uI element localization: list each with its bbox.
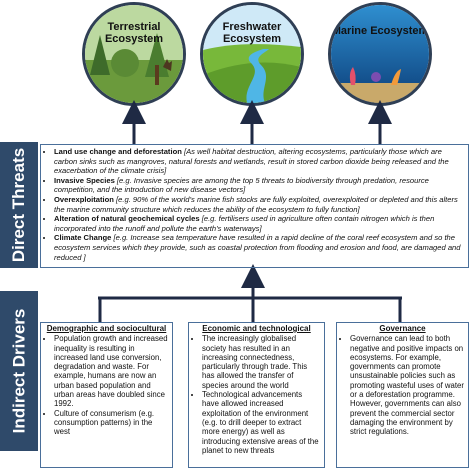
indirect-drivers-bar: Indirect Drivers	[0, 291, 38, 451]
governance-driver-list: Governance can lead to both negative and…	[340, 334, 465, 436]
demographic-driver-title: Demographic and sociocultural	[46, 324, 167, 333]
threat-description: [e.g. Invasive species are among the top…	[54, 175, 429, 195]
threat-item: Alteration of natural geochemical cycles…	[54, 214, 464, 233]
threats-list: Land use change and deforestation [As we…	[45, 147, 464, 262]
driver-item: Culture of consumerism (e.g. consumption…	[54, 409, 169, 437]
threat-heading: Climate Change	[54, 233, 112, 243]
governance-driver-box: Governance Governance can lead to both n…	[336, 322, 469, 468]
indirect-drivers-label: Indirect Drivers	[9, 308, 29, 434]
threat-description: [As well habitat destruction, altering e…	[54, 147, 449, 176]
threat-description: [e.g. Increase sea temperature have resu…	[54, 233, 461, 262]
threat-item: Climate Change [e.g. Increase sea temper…	[54, 233, 464, 262]
driver-item: The increasingly globalised society has …	[202, 334, 321, 390]
direct-threats-label: Direct Threats	[9, 147, 29, 263]
terrestrial-ecosystem-image: Terrestrial Ecosystem	[82, 2, 186, 106]
demographic-driver-list: Population growth and increased inequali…	[44, 334, 169, 436]
threat-item: Land use change and deforestation [As we…	[54, 147, 464, 176]
threat-item: Overexploitation [e.g. 90% of the world’…	[54, 195, 464, 214]
marine-ecosystem-label: Marine Ecosystem	[331, 25, 429, 37]
threat-heading: Land use change and deforestation	[54, 147, 182, 156]
economic-driver-list: The increasingly globalised society has …	[192, 334, 321, 455]
threat-description: [e.g. 90% of the world’s marine fish sto…	[54, 194, 458, 214]
ocean-illustration	[331, 5, 429, 103]
river-illustration	[203, 5, 301, 103]
terrestrial-ecosystem-label: Terrestrial Ecosystem	[104, 21, 164, 45]
freshwater-ecosystem-image: Freshwater Ecosystem	[200, 2, 304, 106]
demographic-driver-box: Demographic and sociocultural Population…	[40, 322, 173, 468]
forest-illustration	[85, 5, 183, 103]
threat-description: [e.g. fertilisers used in agriculture of…	[54, 214, 435, 233]
driver-item: Governance can lead to both negative and…	[350, 334, 465, 436]
threat-heading: Invasive Species	[54, 175, 115, 185]
economic-driver-title: Economic and technological	[202, 324, 311, 333]
threat-heading: Alteration of natural geochemical cycles	[54, 214, 200, 224]
freshwater-ecosystem-label: Freshwater Ecosystem	[222, 21, 282, 45]
threat-heading: Overexploitation	[54, 194, 114, 204]
economic-driver-box: Economic and technological The increasin…	[188, 322, 325, 468]
direct-threats-box: Land use change and deforestation [As we…	[40, 144, 469, 268]
direct-threats-bar: Direct Threats	[0, 142, 38, 268]
driver-item: Population growth and increased inequali…	[54, 334, 169, 408]
driver-item: Technological advancements have allowed …	[202, 390, 321, 455]
threat-item: Invasive Species [e.g. Invasive species …	[54, 176, 464, 195]
governance-driver-title: Governance	[379, 324, 426, 333]
